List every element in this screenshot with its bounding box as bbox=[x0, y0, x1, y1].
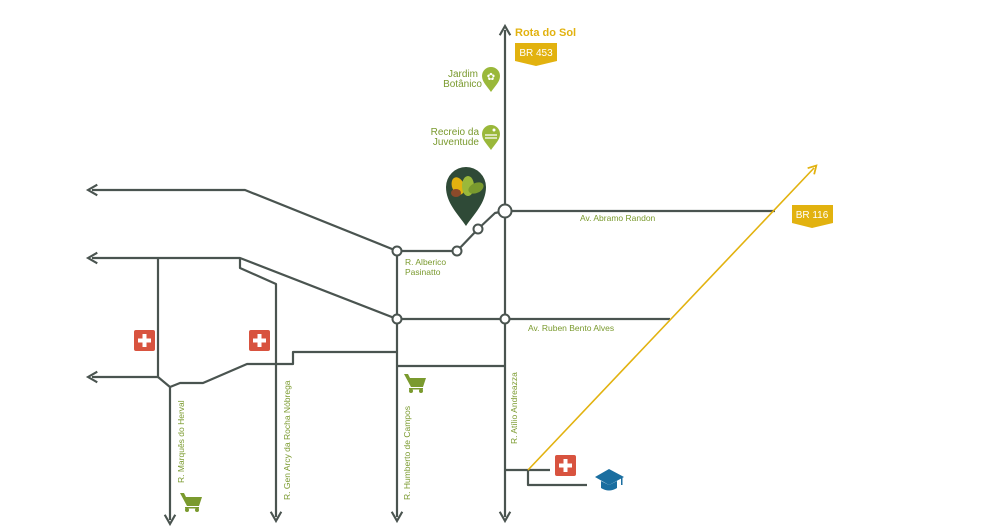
street-label: Av. Ruben Bento Alves bbox=[528, 323, 614, 333]
hospital-icon[interactable] bbox=[555, 455, 576, 476]
br453-label: BR 453 bbox=[519, 48, 553, 59]
junction-node bbox=[472, 223, 484, 235]
road-south-east bbox=[505, 468, 587, 487]
recreio-juventude-label: Recreio da bbox=[431, 127, 480, 138]
br116-label: BR 116 bbox=[796, 210, 829, 221]
road-gen-arcy bbox=[238, 258, 283, 524]
junction-node bbox=[497, 203, 513, 219]
garden-pin-icon[interactable]: ✿ bbox=[482, 67, 500, 92]
highway-br116 bbox=[527, 164, 818, 471]
jardim-botanico-label: Botânico bbox=[443, 79, 482, 90]
recreio-juventude-label: Juventude bbox=[433, 137, 480, 148]
hospital-icon[interactable] bbox=[134, 330, 155, 351]
school-graduation-cap-icon[interactable] bbox=[595, 469, 624, 491]
swimming-pin-icon[interactable] bbox=[482, 125, 500, 150]
location-pin-icon[interactable] bbox=[446, 167, 486, 226]
junction-node bbox=[451, 245, 463, 257]
jardim-botanico-label: Jardim bbox=[448, 69, 478, 80]
street-label: Pasinatto bbox=[405, 267, 441, 277]
road-top-west bbox=[85, 183, 506, 253]
junction-node bbox=[391, 245, 403, 257]
road-marques-herval bbox=[156, 258, 177, 527]
svg-text:✿: ✿ bbox=[487, 72, 495, 83]
street-label: R. Humberto de Campos bbox=[402, 406, 412, 500]
street-label: R. Marquês do Herval bbox=[176, 400, 186, 483]
street-label: R. Alberico bbox=[405, 257, 446, 267]
junction-node bbox=[499, 313, 511, 325]
street-label: R. Gen Arcy da Rocha Nóbrega bbox=[282, 380, 292, 500]
road-second-west bbox=[85, 251, 398, 321]
street-label: R. Atílio Andreazza bbox=[509, 372, 519, 444]
br453-shield: BR 453 bbox=[515, 43, 557, 66]
shopping-cart-icon[interactable] bbox=[404, 374, 426, 393]
street-label: Av. Abramo Randon bbox=[580, 213, 656, 223]
route-name-label: Rota do Sol bbox=[515, 27, 576, 39]
road-connector bbox=[169, 350, 397, 389]
shopping-cart-icon[interactable] bbox=[180, 493, 202, 512]
junction-node bbox=[391, 313, 403, 325]
hospital-icon[interactable] bbox=[249, 330, 270, 351]
br116-shield: BR 116 bbox=[792, 205, 833, 228]
